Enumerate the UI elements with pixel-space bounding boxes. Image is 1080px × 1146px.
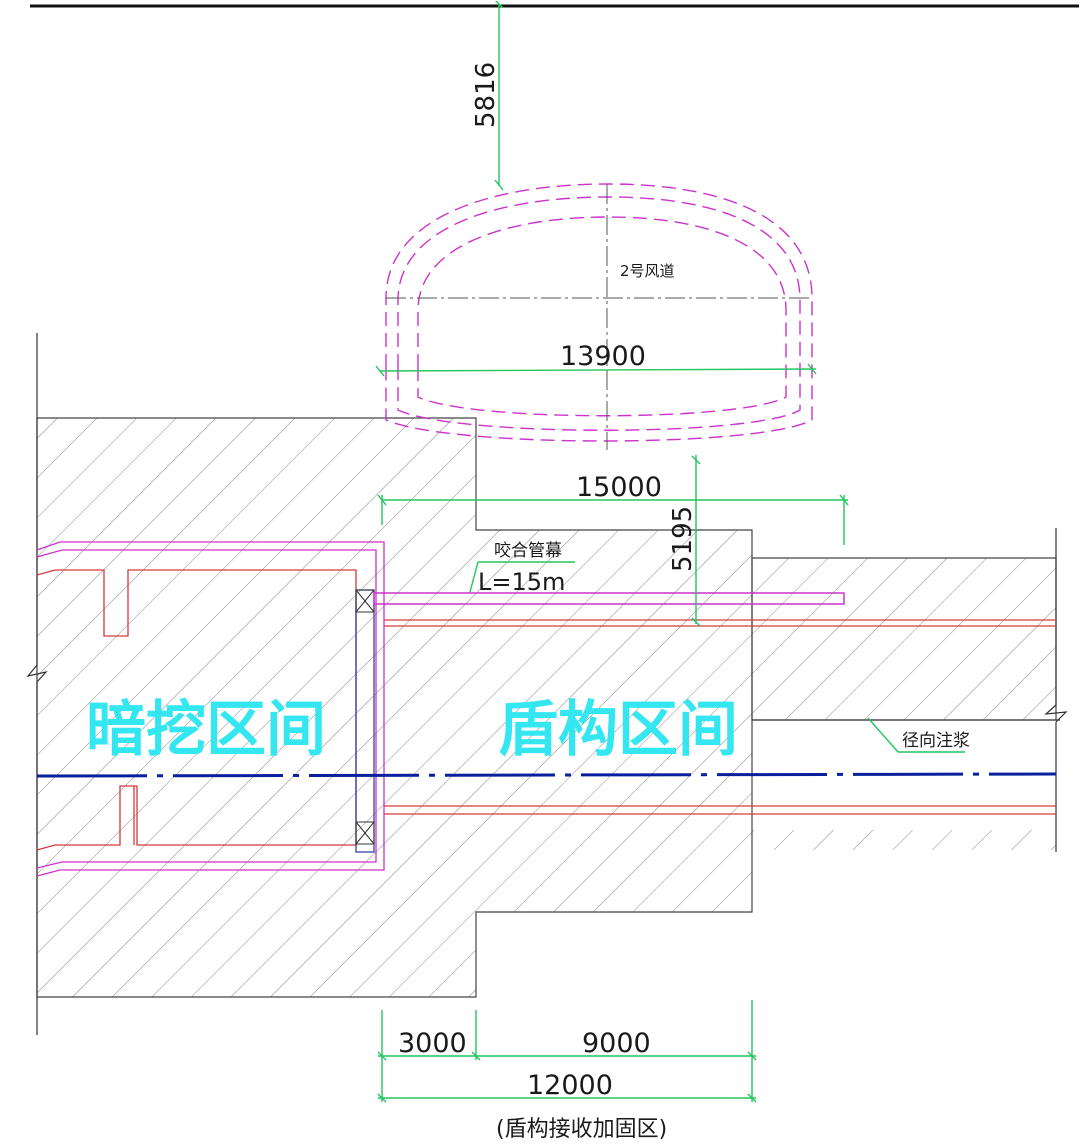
dim-15000: 15000 [576, 472, 662, 503]
pipe-roof [373, 592, 845, 605]
shield-section-label: 盾构区间 [498, 695, 738, 765]
tunnel-centerline [36, 772, 1057, 778]
dim-12000: 12000 [527, 1070, 613, 1101]
vent-duct-centerlines [386, 184, 812, 450]
dim-5816: 5816 [471, 62, 501, 128]
mined-tunnel-outline [36, 541, 385, 877]
pipe-length-label: L=15m [478, 568, 565, 596]
boundary-lines [26, 333, 1068, 1035]
soil-reinforcement-hatch [36, 417, 1060, 998]
dim-13900: 13900 [560, 341, 646, 372]
radial-grouting-label: 径向注浆 [902, 731, 970, 751]
reinforcement-zone-label: (盾构接收加固区) [496, 1117, 667, 1142]
dim-5195: 5195 [668, 506, 698, 572]
vent-duct-outline [385, 183, 813, 442]
tunnel-lining [36, 569, 1056, 851]
end-wall [355, 589, 375, 853]
dim-3000: 3000 [398, 1028, 467, 1059]
dimension-lines [375, 1, 965, 1103]
dim-9000: 9000 [582, 1028, 651, 1059]
pipe-roof-label: 咬合管幕 [494, 541, 562, 561]
vent-duct-label: 2号风道 [620, 262, 675, 280]
mined-section-label: 暗挖区间 [86, 695, 326, 765]
